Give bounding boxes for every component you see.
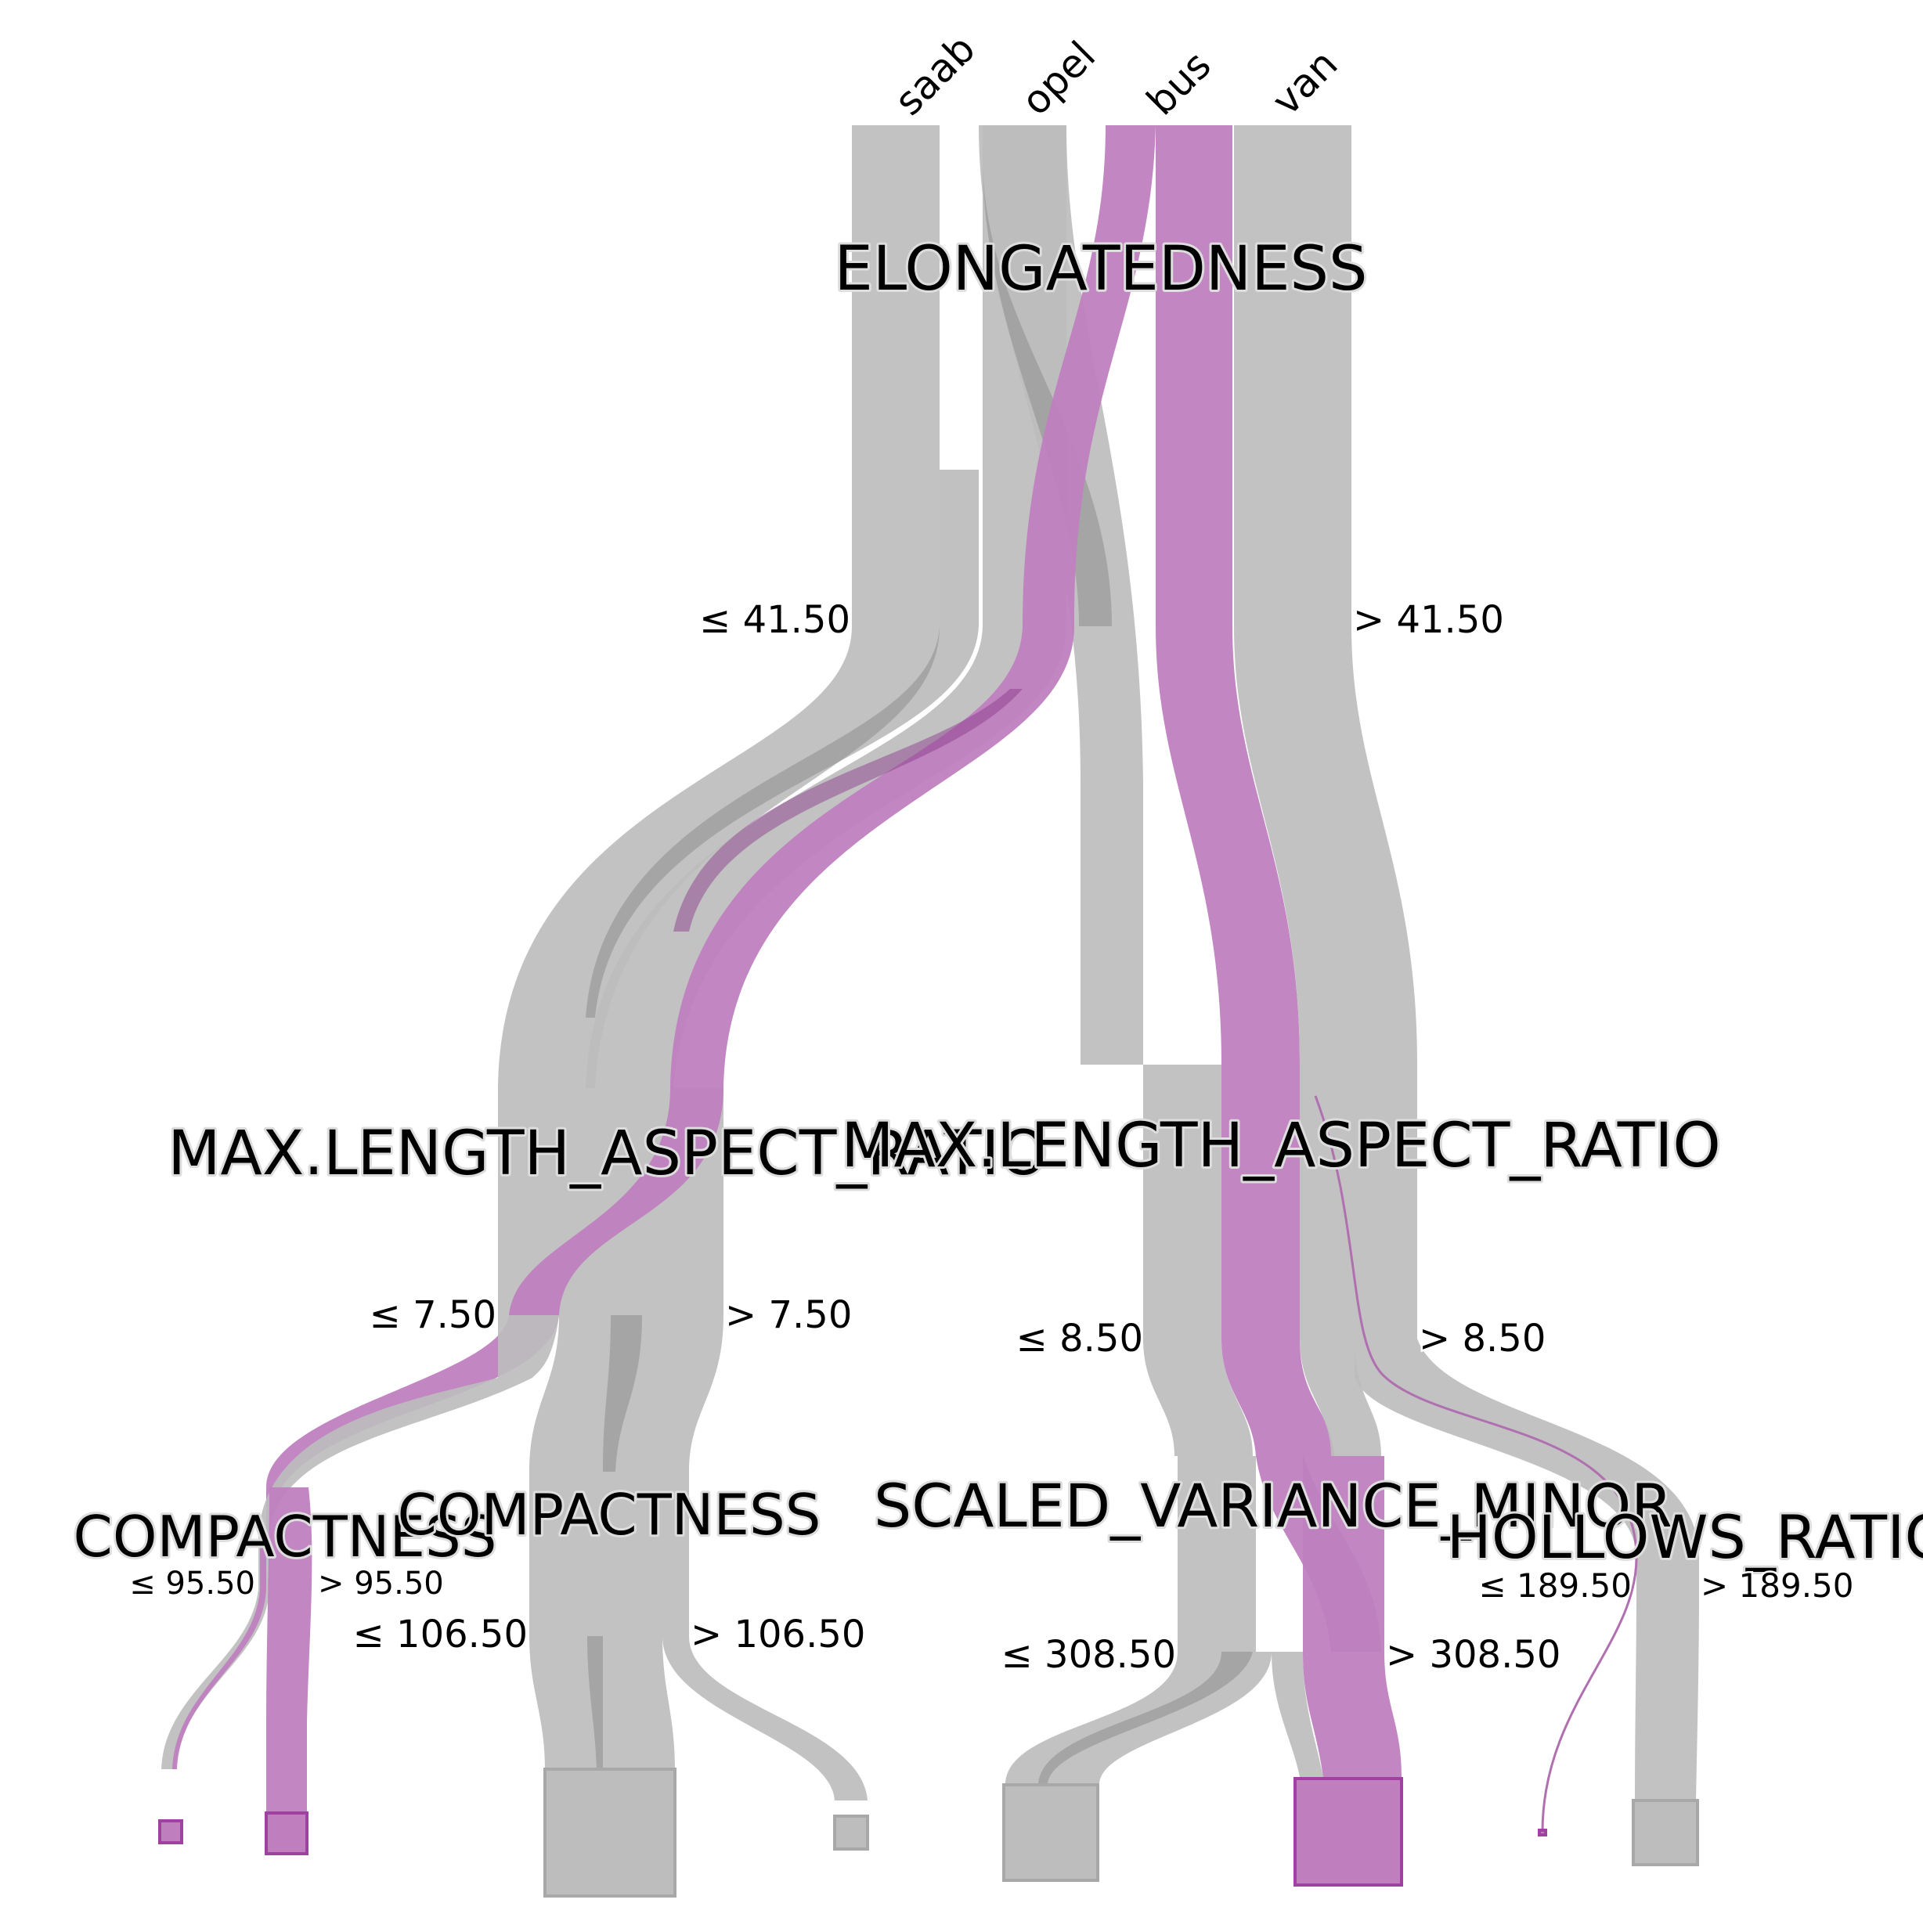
node-label-ll: COMPACTNESS [74, 1504, 497, 1570]
flow-bus-left [670, 125, 1156, 1088]
class-label-bus: bus [1138, 42, 1219, 124]
split-r-left: ≤ 8.50 [1016, 1317, 1143, 1361]
node-label-r: MAX.LENGTH_ASPECT_RATIO [841, 1111, 1721, 1181]
split-root-left: ≤ 41.50 [699, 598, 850, 642]
split-ll-right: > 95.50 [318, 1566, 444, 1602]
rr-node-flows [1538, 1557, 1699, 1866]
flow-bus-ll-leaf1 [172, 1534, 266, 1769]
flow-gray-right-mid [1300, 1065, 1355, 1339]
class-label-opel: opel [1012, 33, 1104, 124]
split-rl-left: ≤ 308.50 [1001, 1633, 1176, 1677]
leaf-ll-2 [265, 1811, 308, 1855]
flow-bus-left-overlap [673, 689, 1023, 932]
flow-gray-rr [1355, 1339, 1699, 1558]
split-rr-right: > 189.50 [1701, 1566, 1854, 1605]
flow-gray-ll [258, 1315, 559, 1534]
flow-bus-ll-leaf2 [266, 1487, 312, 1816]
leaf-rr-2 [1632, 1799, 1699, 1866]
leaf-rr-1 [1538, 1829, 1547, 1836]
lr-node-flows [529, 1472, 869, 1898]
split-rr-left: ≤ 189.50 [1478, 1566, 1632, 1605]
split-l-right: > 7.50 [725, 1293, 852, 1337]
split-l-left: ≤ 7.50 [370, 1293, 496, 1337]
split-ll-left: ≤ 95.50 [129, 1566, 255, 1602]
flow-gray-rl-b [1300, 1339, 1381, 1456]
root-flows [498, 125, 1417, 1088]
split-root-right: > 41.50 [1353, 598, 1504, 642]
leaf-rl-2 [1293, 1777, 1403, 1887]
leaf-lr-2 [833, 1815, 869, 1851]
right-node-body-left [1143, 1065, 1221, 1339]
split-lr-left: ≤ 106.50 [353, 1613, 528, 1656]
flow-gray-rl [1143, 1339, 1253, 1456]
flow-van-right [1234, 125, 1417, 1065]
node-label-root: ELONGATEDNESS [834, 234, 1367, 305]
leaf-ll-1 [158, 1819, 183, 1844]
flow-gray-lr-overlap [603, 1315, 642, 1472]
flow-bus-rl-leaf2 [1303, 1652, 1402, 1777]
flow-saab-left [498, 125, 940, 1088]
class-labels: saab opel bus van [886, 26, 1346, 124]
leaf-rl-1 [1002, 1783, 1099, 1882]
flow-bus-rr-leaf [1541, 1557, 1638, 1833]
flow-bus-ll [266, 1088, 723, 1566]
class-label-van: van [1263, 41, 1346, 124]
left-node-flows [258, 1088, 723, 1566]
flow-gray-rl-mid [1272, 1652, 1323, 1777]
rr-node-gray [1636, 1558, 1699, 1589]
right-node-flows [1143, 1065, 1699, 1559]
rl-node-gray [1178, 1456, 1256, 1652]
split-lr-right: > 106.50 [691, 1613, 865, 1656]
flow-bus-rl [1221, 1339, 1334, 1456]
leaf-lr-1 [543, 1768, 676, 1898]
lr-node-body [529, 1472, 689, 1636]
node-label-rl: SCALED_VARIANCE_MINOR [874, 1471, 1672, 1541]
class-label-saab: saab [886, 26, 983, 124]
flow-gray-lr-leaf1-overlap [587, 1636, 603, 1769]
flow-bus-rr-thin [1314, 1095, 1638, 1559]
node-label-l: MAX.LENGTH_ASPECT_RATIO [168, 1119, 1048, 1189]
flow-gray-ll-leaf1 [161, 1534, 269, 1769]
flow-gray-rr-leaf [1635, 1589, 1699, 1800]
flow-gray-lr-leaf2 [662, 1636, 868, 1800]
flow-gray-rl-leaf1-overlap [1038, 1652, 1253, 1785]
node-labels: ELONGATEDNESS MAX.LENGTH_ASPECT_RATIO MA… [71, 232, 1923, 1574]
flow-bus-right [1156, 125, 1300, 1065]
rl-node-flows [1002, 1456, 1403, 1887]
split-r-right: > 8.50 [1419, 1317, 1546, 1361]
node-label-lr: COMPACTNESS [398, 1482, 821, 1548]
flow-bus-rl-cross [1256, 1456, 1381, 1652]
split-rl-right: > 308.50 [1386, 1633, 1560, 1677]
ll-node-flows [158, 1487, 312, 1855]
right-node-bus [1221, 1065, 1300, 1339]
right-node-body-right [1355, 1065, 1417, 1339]
split-labels: ≤ 41.50 > 41.50 ≤ 7.50 > 7.50 ≤ 8.50 > 8… [128, 597, 1856, 1679]
node-label-rr: HOLLOWS_RATIO [1447, 1502, 1923, 1572]
